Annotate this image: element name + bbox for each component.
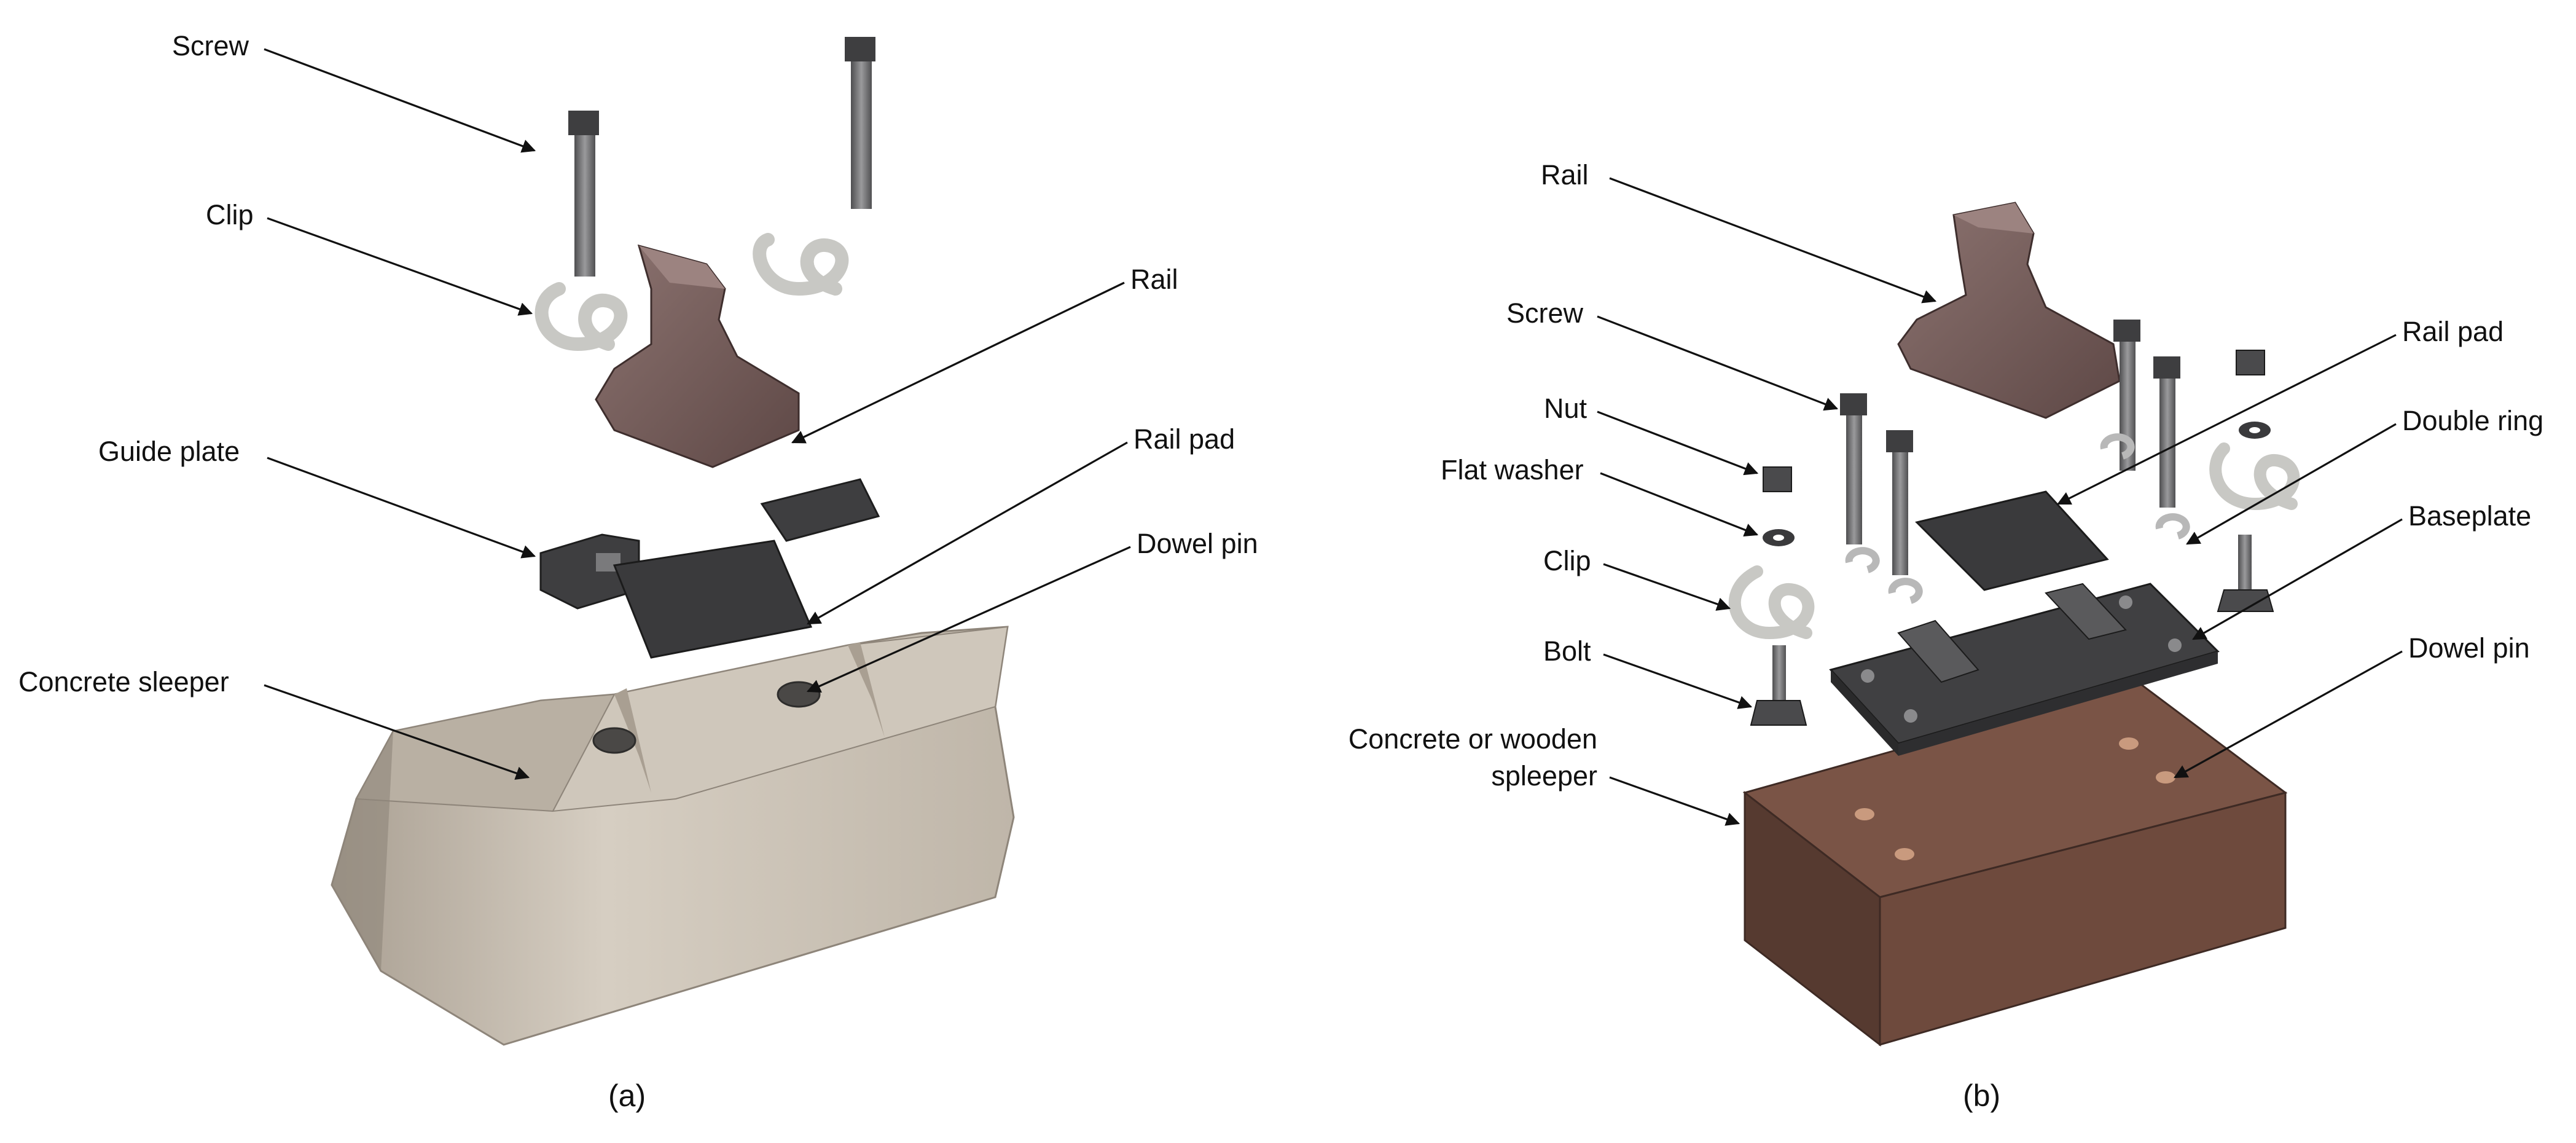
leader-b-bolt xyxy=(1603,653,1753,709)
leader-b-rail xyxy=(1609,177,1937,304)
label-b-rail-pad: Rail pad xyxy=(2402,316,2504,347)
label-b-screw: Screw xyxy=(1506,297,1584,329)
panel-a: Screw Clip Rail Guide plate Rail pad Dow… xyxy=(18,30,1258,1113)
label-a-dowel-pin: Dowel pin xyxy=(1137,528,1258,559)
leader-a-clip xyxy=(267,217,533,316)
leader-a-rail xyxy=(791,281,1125,444)
label-b-baseplate: Baseplate xyxy=(2408,500,2531,532)
caption-a: (a) xyxy=(608,1078,646,1113)
nuts-washers-b-shape xyxy=(1763,350,2271,546)
baseplate-shape xyxy=(1829,583,2220,756)
label-a-screw: Screw xyxy=(172,30,249,61)
leader-b-sleeper xyxy=(1609,776,1740,826)
leader-a-screw xyxy=(264,48,536,153)
leader-b-double-ring xyxy=(2186,423,2397,545)
label-a-rail-pad: Rail pad xyxy=(1133,423,1235,455)
rail-shape xyxy=(595,244,800,468)
leader-b-nut xyxy=(1597,410,1759,476)
rail-pad-shape-b xyxy=(1915,490,2109,591)
screw-right-shape xyxy=(845,37,875,209)
label-b-rail: Rail xyxy=(1541,159,1589,190)
caption-b: (b) xyxy=(1963,1078,2000,1113)
leader-b-flat-washer xyxy=(1600,472,1759,537)
leader-a-guide-plate xyxy=(267,457,536,559)
guide-plate-shape xyxy=(539,478,880,610)
label-b-clip: Clip xyxy=(1543,545,1591,576)
leader-b-rail-pad xyxy=(2056,334,2397,505)
label-b-dowel-pin: Dowel pin xyxy=(2408,632,2530,664)
clip-left-shape xyxy=(534,282,628,352)
leader-a-rail-pad xyxy=(807,441,1128,625)
leader-b-screw xyxy=(1597,315,1839,411)
label-b-double-ring: Double ring xyxy=(2402,405,2543,436)
double-rings-b-shape xyxy=(1845,433,2190,604)
leader-a-concrete-sleeper xyxy=(264,684,530,780)
label-a-guide-plate: Guide plate xyxy=(98,436,240,467)
leader-b-clip xyxy=(1603,563,1731,611)
label-a-clip: Clip xyxy=(206,199,254,230)
label-b-bolt: Bolt xyxy=(1543,635,1591,667)
label-b-sleeper-line1: Concrete or wooden xyxy=(1349,723,1597,755)
concrete-sleeper-shape xyxy=(331,626,1015,1046)
leader-b-baseplate xyxy=(2192,518,2403,640)
rail-shape-b xyxy=(1897,202,2121,419)
leader-b-dowel-pin xyxy=(2174,650,2403,779)
rail-pad-shape xyxy=(613,540,813,659)
label-b-sleeper-line2: spleeper xyxy=(1491,760,1597,791)
panel-b: Rail Screw Nut Flat washer Clip Bolt Con… xyxy=(1349,159,2543,1113)
label-b-flat-washer: Flat washer xyxy=(1441,454,1584,485)
leader-a-dowel-pin xyxy=(806,546,1131,693)
wooden-sleeper-shape xyxy=(1742,681,2288,1047)
label-b-nut: Nut xyxy=(1544,393,1587,424)
clip-right-shape xyxy=(753,233,849,296)
bolts-b-shape xyxy=(1750,535,2274,726)
label-a-concrete-sleeper: Concrete sleeper xyxy=(18,666,229,697)
label-a-rail: Rail xyxy=(1130,264,1178,295)
screw-left-shape xyxy=(568,111,599,277)
